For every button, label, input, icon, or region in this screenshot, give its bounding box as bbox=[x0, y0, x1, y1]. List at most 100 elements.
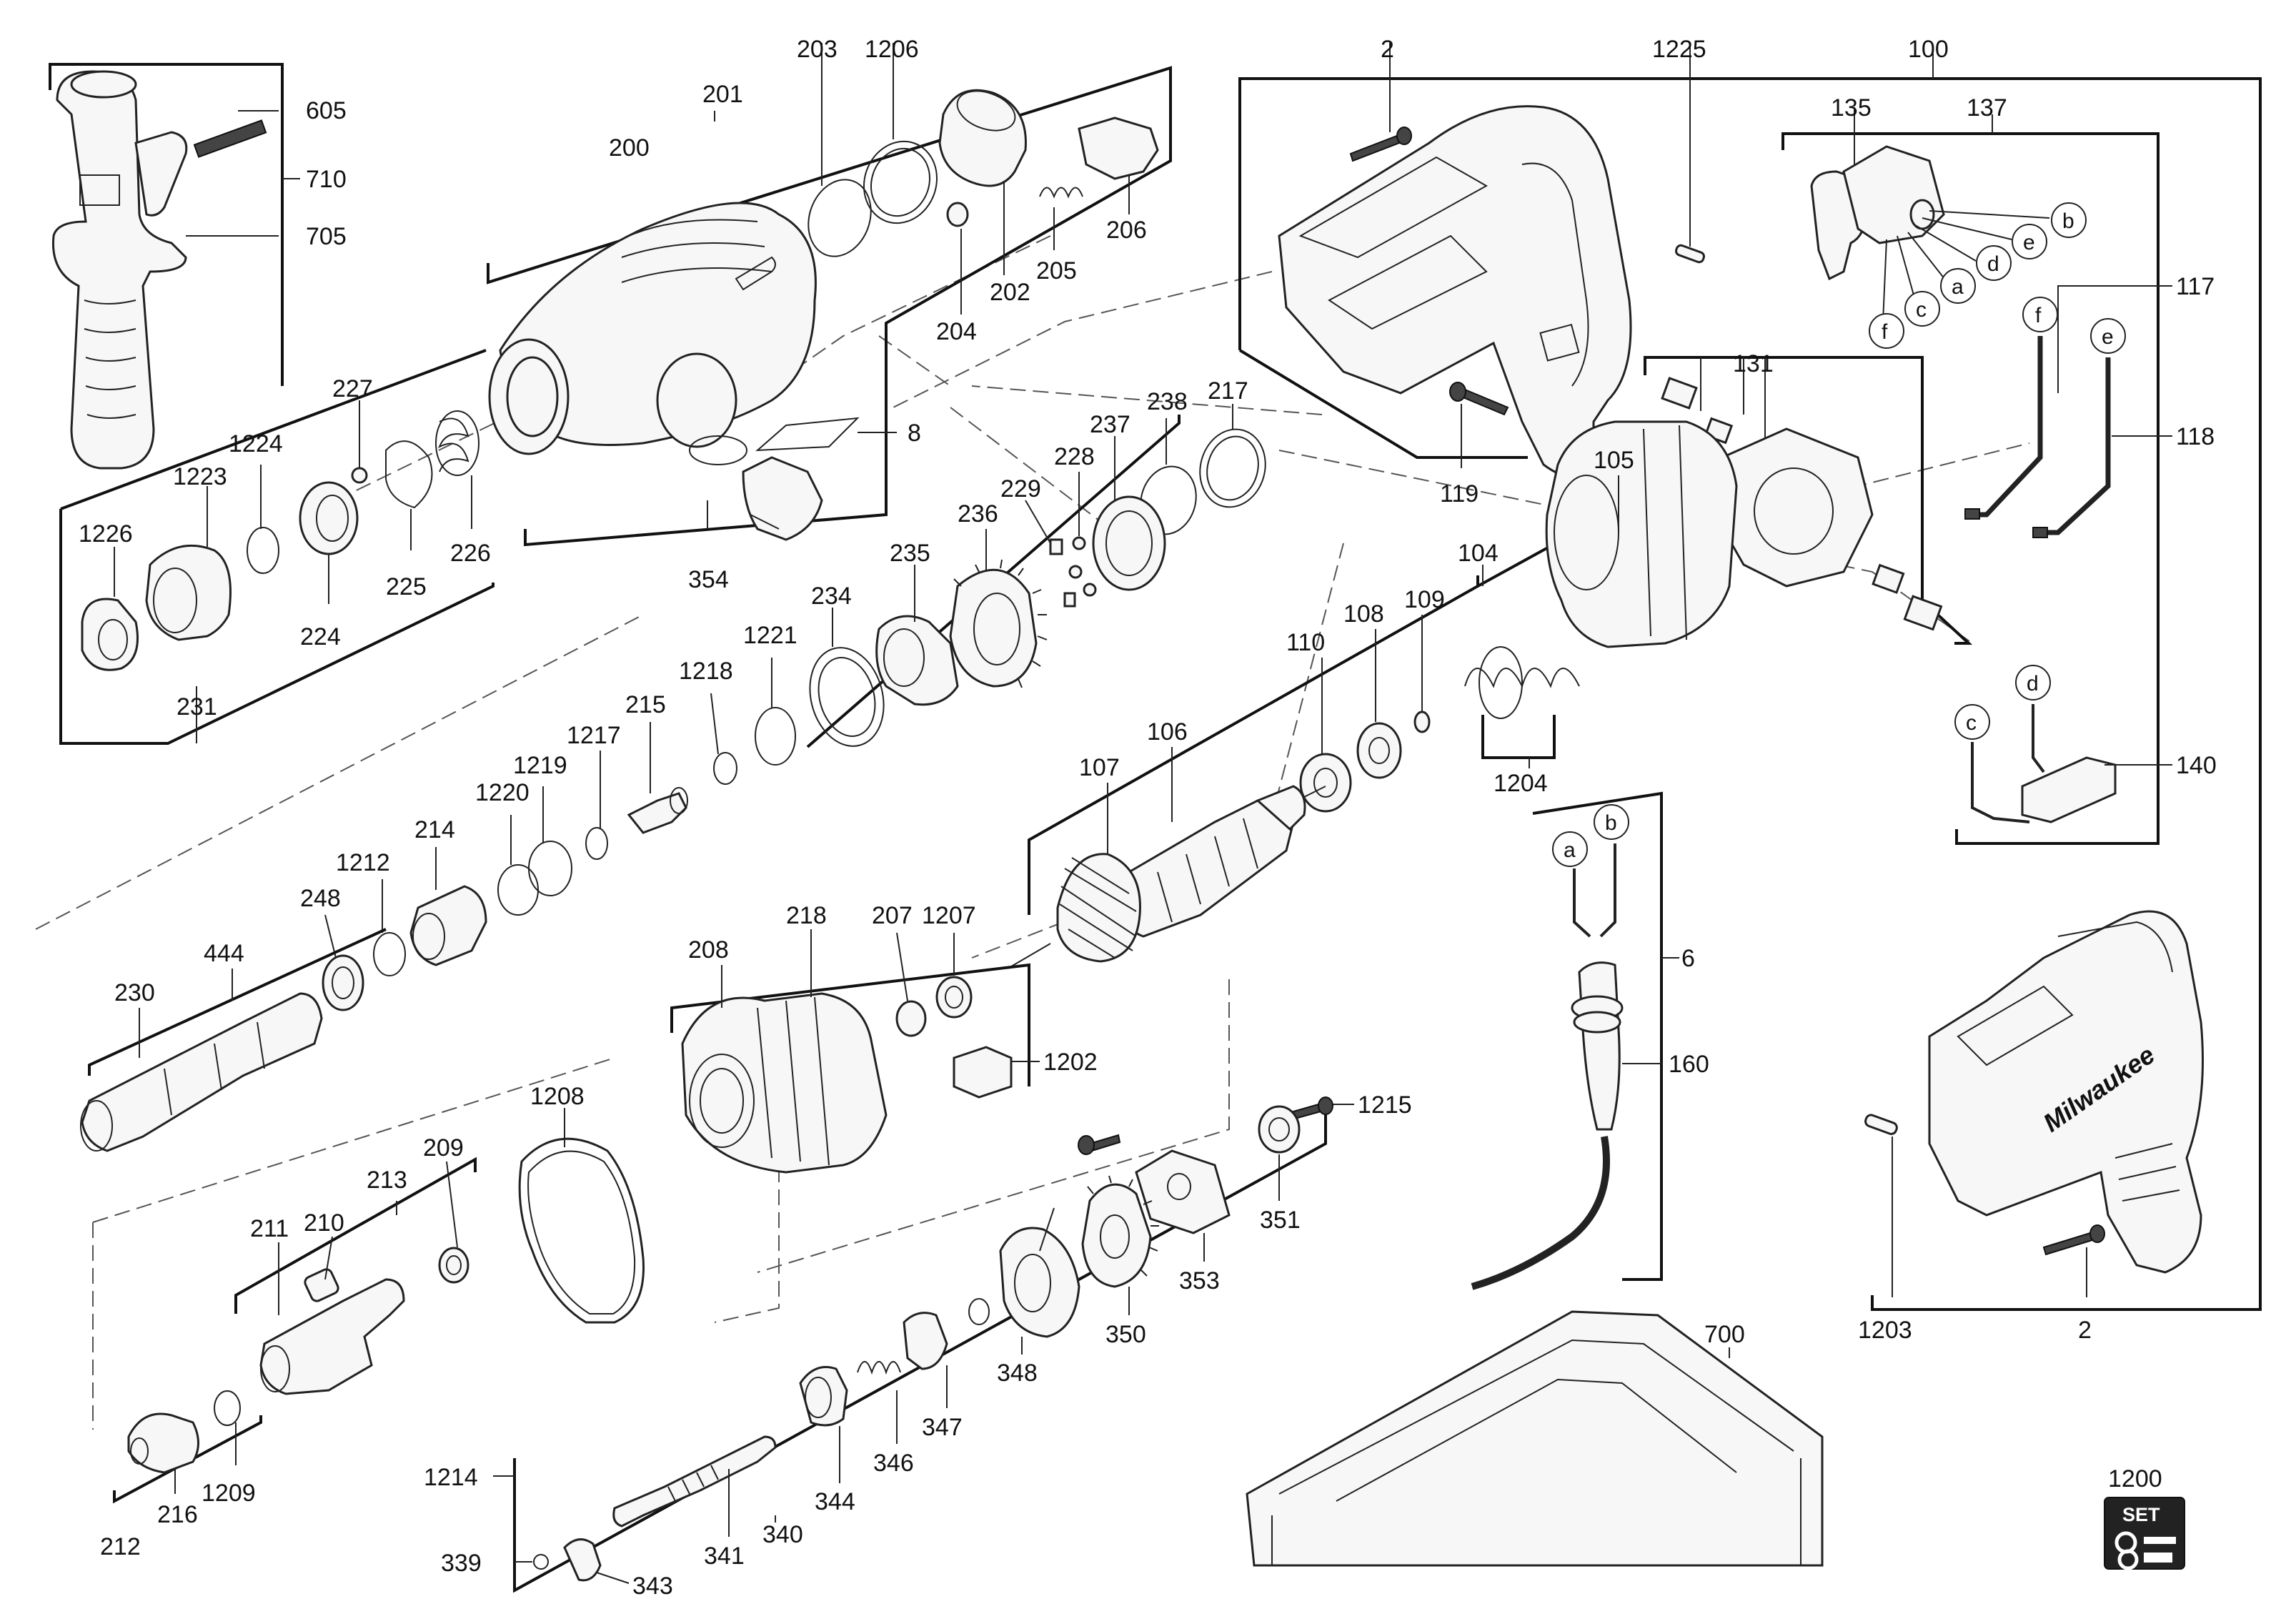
housing-side bbox=[1928, 910, 2204, 1274]
gear-344 bbox=[799, 1366, 848, 1427]
label-231: 231 bbox=[177, 693, 217, 721]
label-1223: 1223 bbox=[173, 463, 227, 490]
capacitor-140 bbox=[2021, 756, 2117, 823]
label-209: 209 bbox=[423, 1134, 464, 1162]
cord-strain-relief bbox=[1578, 961, 1621, 1131]
pin-1225 bbox=[1675, 244, 1705, 264]
label-700: 700 bbox=[1704, 1321, 1745, 1348]
armature-106 bbox=[1123, 798, 1295, 938]
ring-1206 bbox=[863, 140, 938, 224]
label-1200: 1200 bbox=[2108, 1465, 2162, 1492]
spring-205 bbox=[1039, 187, 1083, 199]
label-1208: 1208 bbox=[530, 1083, 585, 1110]
callout-d-text: d bbox=[1987, 252, 1999, 276]
label-214: 214 bbox=[414, 816, 455, 843]
pin-1203 bbox=[1864, 1114, 1898, 1135]
motor-housing-assembly: 2 1225 100 119 bbox=[1238, 36, 2262, 1311]
gear-housing-body bbox=[499, 202, 817, 446]
label-100: 100 bbox=[1908, 36, 1949, 63]
switch-assembly: 135 137 b e d a c f bbox=[1781, 94, 2160, 845]
case-700 bbox=[1246, 1310, 1824, 1567]
label-160: 160 bbox=[1669, 1051, 1709, 1078]
label-6: 6 bbox=[1681, 945, 1695, 972]
label-117: 117 bbox=[2176, 273, 2215, 300]
grease-8 bbox=[755, 417, 860, 452]
label-1217: 1217 bbox=[567, 722, 621, 749]
label-347: 347 bbox=[922, 1414, 963, 1441]
label-137: 137 bbox=[1967, 94, 2007, 122]
side-handle-assembly: 605 710 705 bbox=[49, 63, 347, 470]
oring-1209 bbox=[214, 1390, 241, 1426]
cord bbox=[1471, 1136, 1610, 1290]
label-1221: 1221 bbox=[743, 622, 797, 649]
callout-a bbox=[1940, 268, 1976, 304]
label-226: 226 bbox=[450, 540, 491, 567]
label-108: 108 bbox=[1343, 600, 1384, 628]
label-216: 216 bbox=[157, 1501, 198, 1528]
callout-a-text: a bbox=[1952, 275, 1964, 299]
gear-236 bbox=[949, 568, 1038, 688]
callout-d bbox=[1976, 245, 2012, 281]
label-109: 109 bbox=[1404, 586, 1445, 613]
callout-e-text: e bbox=[2023, 231, 2035, 254]
screw-2-lower bbox=[2042, 1232, 2094, 1256]
label-106: 106 bbox=[1147, 718, 1188, 746]
fan-107 bbox=[1056, 853, 1141, 963]
label-211: 211 bbox=[250, 1215, 289, 1242]
threaded-rod bbox=[193, 119, 267, 158]
housing-slot bbox=[735, 256, 776, 291]
label-346: 346 bbox=[873, 1450, 914, 1477]
label-2-lower: 2 bbox=[2078, 1317, 2092, 1344]
pin-229 bbox=[1049, 538, 1063, 555]
label-8: 8 bbox=[908, 420, 921, 447]
selector-knob bbox=[742, 456, 823, 541]
label-605: 605 bbox=[306, 97, 347, 124]
washer-109 bbox=[1413, 710, 1431, 733]
brush-holder-assembly: 131 bbox=[1644, 350, 1973, 645]
screw-2 bbox=[1349, 134, 1401, 162]
side-handle-clamp bbox=[134, 131, 188, 217]
label-202: 202 bbox=[990, 279, 1030, 306]
label-140: 140 bbox=[2176, 752, 2217, 779]
oring-1212 bbox=[373, 932, 406, 976]
label-343: 343 bbox=[632, 1573, 673, 1600]
screw-1215 bbox=[1292, 1103, 1322, 1120]
piston-214 bbox=[409, 885, 487, 966]
hammer-mechanism: 209 213 210 211 216 1209 212 bbox=[100, 1134, 477, 1560]
callout-b-text: b bbox=[2062, 209, 2074, 233]
bearing-110 bbox=[1299, 753, 1352, 813]
wire-118 bbox=[2040, 357, 2111, 535]
switch-body bbox=[1842, 145, 1945, 244]
sleeve-1223 bbox=[145, 544, 232, 641]
callout-f-text: f bbox=[1882, 320, 1888, 344]
ball-227 bbox=[351, 467, 368, 484]
label-224: 224 bbox=[300, 623, 341, 650]
label-105: 105 bbox=[1594, 447, 1634, 474]
label-1220: 1220 bbox=[475, 779, 530, 806]
label-203: 203 bbox=[797, 36, 838, 63]
label-213: 213 bbox=[367, 1167, 407, 1194]
label-350: 350 bbox=[1105, 1321, 1146, 1348]
intermediate-flange-assembly: 218 207 1207 208 1202 bbox=[670, 902, 1098, 1174]
label-340: 340 bbox=[762, 1521, 803, 1548]
ring-1219 bbox=[528, 841, 572, 896]
spindle-assembly: 238 217 237 228 229 236 235 234 1221 121… bbox=[80, 377, 1266, 1152]
label-210: 210 bbox=[304, 1209, 344, 1237]
pin-210 bbox=[304, 1268, 339, 1302]
piston-sleeve-211 bbox=[259, 1278, 405, 1395]
label-227: 227 bbox=[332, 375, 373, 402]
label-230: 230 bbox=[114, 979, 155, 1006]
gasket: 1208 bbox=[518, 1083, 645, 1324]
capacitor-assembly: c d 140 bbox=[1954, 665, 2217, 823]
bearing-351 bbox=[1258, 1105, 1301, 1154]
callout-f-wire: f bbox=[2035, 304, 2042, 327]
label-104: 104 bbox=[1458, 540, 1499, 567]
label-131: 131 bbox=[1733, 350, 1774, 377]
label-135: 135 bbox=[1831, 94, 1872, 122]
callout-f bbox=[1869, 313, 1904, 349]
shaft-341 bbox=[612, 1435, 777, 1528]
label-710: 710 bbox=[306, 166, 347, 193]
label-1203: 1203 bbox=[1858, 1317, 1912, 1344]
brush-holder bbox=[1714, 427, 1874, 588]
label-1218: 1218 bbox=[679, 658, 733, 685]
